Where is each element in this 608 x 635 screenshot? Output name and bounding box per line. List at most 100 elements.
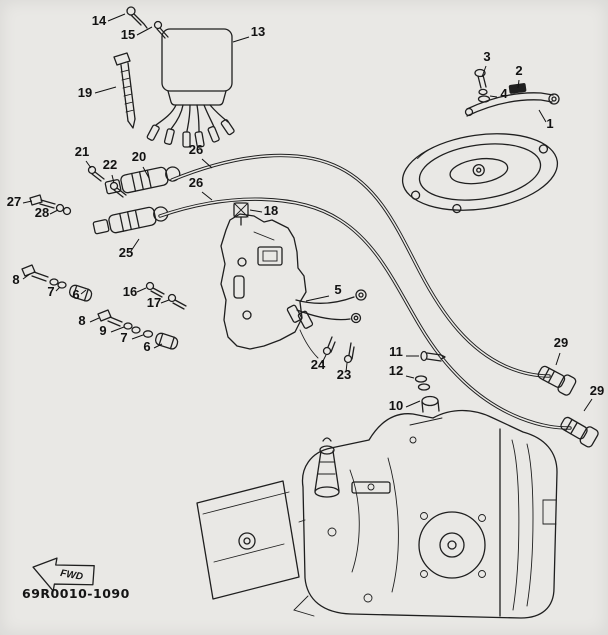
lead-wires-with-terminals [286, 289, 367, 359]
screw-24 [322, 336, 336, 356]
engine-block [293, 409, 558, 619]
callout-leader-10 [405, 400, 421, 408]
bolt-19 [113, 52, 136, 129]
diagram-artwork: FWD 69R0010-1090 [21, 6, 599, 619]
callout-number-11: 11 [389, 344, 403, 359]
callout-number-2: 2 [515, 63, 522, 78]
callout-number-9: 9 [99, 323, 106, 338]
bolt-11-washers-12 [414, 350, 446, 391]
screw-23 [343, 342, 355, 364]
callout-leader-5 [305, 295, 330, 302]
callout-number-23: 23 [337, 367, 351, 382]
callout-leader-15 [136, 26, 153, 36]
callout-leader-7 [131, 334, 144, 340]
callout-number-1: 1 [546, 116, 553, 131]
callout-leader-28 [49, 209, 59, 215]
boss-10 [421, 395, 440, 413]
callout-number-29: 29 [590, 383, 604, 398]
callout-number-24: 24 [311, 357, 326, 372]
pump-box [196, 480, 306, 600]
callout-number-7: 7 [47, 284, 54, 299]
callout-number-15: 15 [121, 27, 135, 42]
hardware-row-1 [21, 264, 187, 310]
callout-number-27: 27 [7, 194, 21, 209]
callout-leader-6 [153, 343, 163, 349]
fwd-arrow: FWD [32, 557, 95, 592]
bolt-27 [29, 194, 56, 209]
callout-leader-4 [489, 95, 498, 98]
callout-number-28: 28 [35, 205, 49, 220]
callout-number-17: 17 [147, 295, 161, 310]
callout-leader-6 [80, 289, 87, 295]
callout-leader-8 [22, 273, 31, 280]
callout-number-18: 18 [264, 203, 278, 218]
base-plate [401, 133, 559, 214]
callout-leader-19 [94, 86, 117, 94]
callout-leader-9 [110, 326, 125, 333]
hardware-row-2 [97, 309, 179, 350]
bolt-21 [87, 165, 105, 182]
callout-number-8: 8 [78, 313, 85, 328]
callout-number-8: 8 [12, 272, 19, 287]
callout-leader-1 [538, 109, 547, 123]
electrical-bracket-5 [220, 202, 307, 350]
callout-number-5: 5 [334, 282, 341, 297]
fwd-label: FWD [59, 568, 83, 583]
callout-number-16: 16 [123, 284, 137, 299]
callout-leader-18 [249, 209, 263, 213]
callout-number-12: 12 [389, 363, 403, 378]
callout-leader-20 [142, 166, 150, 179]
callout-leader-26 [201, 191, 213, 201]
washer-28 [55, 203, 72, 216]
callout-leader-12 [405, 375, 415, 379]
callout-number-13: 13 [251, 24, 265, 39]
callout-number-3: 3 [483, 49, 490, 64]
center-pin [314, 437, 340, 498]
callout-leader-8 [89, 317, 100, 323]
callout-leader-21 [85, 160, 92, 169]
callout-number-10: 10 [389, 398, 403, 413]
callout-leader-14 [107, 13, 126, 22]
callout-number-26: 26 [189, 175, 203, 190]
bracket-1 [464, 92, 560, 117]
callout-number-4: 4 [500, 86, 508, 101]
cdi-unit-13 [146, 28, 235, 148]
callout-number-29: 29 [554, 335, 568, 350]
screw-14 [126, 6, 148, 29]
callout-leader-13 [232, 36, 250, 43]
callout-number-20: 20 [132, 149, 146, 164]
callout-leader-3 [481, 65, 487, 78]
block-2 [508, 83, 527, 94]
spark-plug-cap-29a [537, 365, 577, 396]
callout-leader-25 [130, 238, 140, 252]
ignition-coil-25 [92, 206, 169, 235]
callout-number-14: 14 [92, 13, 107, 28]
callout-leader-24 [321, 354, 327, 364]
callout-leader-7 [55, 286, 61, 292]
spark-plug-cap-29b [560, 416, 599, 448]
diagram-code: 69R0010-1090 [22, 586, 130, 601]
callout-number-19: 19 [78, 85, 92, 100]
callout-number-21: 21 [75, 144, 89, 159]
callout-leader-26 [201, 158, 213, 169]
callout-number-7: 7 [120, 330, 127, 345]
callout-leader-17 [160, 299, 170, 304]
callout-number-6: 6 [72, 287, 79, 302]
mount-plate [351, 481, 391, 494]
spark-plug-wire-upper [170, 153, 551, 378]
screw-3-washer-4 [474, 68, 491, 103]
spark-plug-wire-lower [158, 197, 572, 430]
callout-leader-29 [555, 352, 561, 366]
callout-leader-27 [22, 200, 33, 204]
ignition-coil-20 [104, 166, 181, 195]
callout-number-22: 22 [103, 157, 117, 172]
callout-leader-16 [136, 287, 147, 293]
callout-leader-2 [517, 79, 520, 89]
callout-number-6: 6 [143, 339, 150, 354]
callout-leader-29 [583, 398, 593, 412]
callout-number-26: 26 [189, 142, 203, 157]
callout-leader-22 [111, 174, 115, 184]
